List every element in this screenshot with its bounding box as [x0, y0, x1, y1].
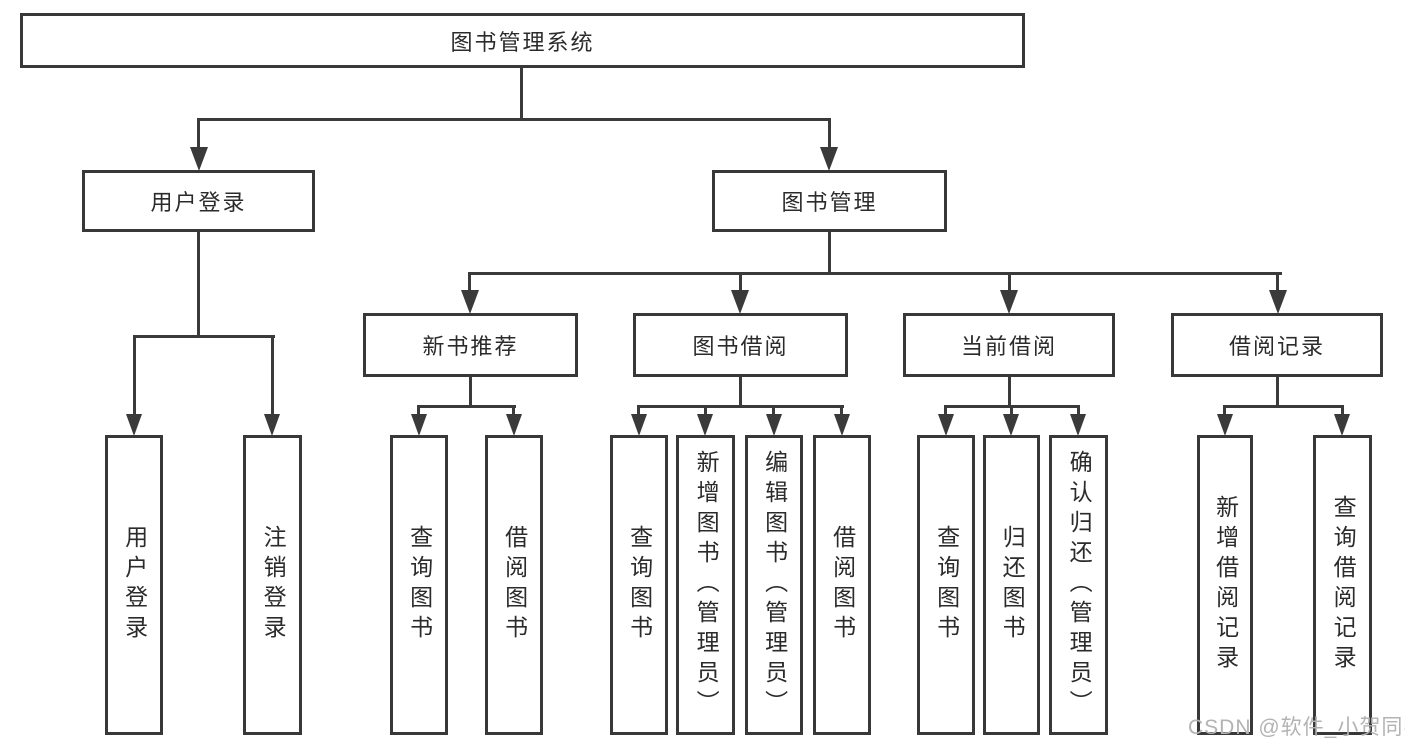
leaf-borrow-books-newbook: 借阅图书 [485, 435, 543, 735]
arrow-down-icon [506, 414, 522, 436]
arrow-down-icon [834, 414, 850, 436]
node-book-management: 图书管理 [712, 170, 947, 232]
connector [739, 272, 742, 296]
arrow-down-icon [1003, 414, 1019, 436]
connector [197, 118, 200, 152]
connector [1010, 405, 1013, 417]
node-book-borrow-label: 图书借阅 [692, 334, 789, 359]
connector [133, 335, 275, 338]
leaf-edit-book-admin-label: 编辑图书（管理员） [761, 450, 788, 720]
node-book-borrow: 图书借阅 [633, 313, 848, 377]
node-borrow-records: 借阅记录 [1171, 313, 1383, 377]
node-current-borrow: 当前借阅 [903, 313, 1115, 377]
connector [133, 335, 136, 415]
connector [417, 405, 516, 408]
arrow-down-icon [1269, 290, 1287, 314]
arrow-down-icon [766, 414, 782, 436]
arrow-down-icon [190, 147, 208, 171]
leaf-query-books-current-label: 查询图书 [933, 525, 960, 645]
connector [1223, 405, 1226, 417]
connector [772, 405, 775, 417]
connector [1008, 272, 1011, 296]
leaf-logout: 注销登录 [243, 435, 302, 735]
leaf-query-books-newbook-label: 查询图书 [406, 525, 433, 645]
connector [840, 405, 843, 417]
arrow-down-icon [1217, 414, 1233, 436]
arrow-down-icon [1334, 414, 1350, 436]
node-current-borrow-label: 当前借阅 [960, 334, 1057, 359]
arrow-down-icon [1000, 290, 1018, 314]
arrow-down-icon [938, 414, 954, 436]
leaf-query-books-current: 查询图书 [917, 435, 975, 735]
leaf-borrow-books-newbook-label: 借阅图书 [501, 525, 528, 645]
arrow-down-icon [1070, 414, 1086, 436]
leaf-borrow-books-borrow: 借阅图书 [813, 435, 871, 735]
connector [828, 232, 831, 274]
connector [1276, 272, 1279, 296]
connector [468, 272, 1282, 275]
arrow-down-icon [126, 414, 142, 436]
connector [417, 405, 420, 417]
arrow-down-icon [411, 414, 427, 436]
node-new-book-recommend: 新书推荐 [363, 313, 578, 377]
connector [512, 405, 515, 417]
leaf-query-borrow-record: 查询借阅记录 [1313, 435, 1372, 735]
leaf-query-borrow-record-label: 查询借阅记录 [1330, 495, 1357, 675]
connector [469, 377, 472, 406]
node-user-login-label: 用户登录 [150, 190, 247, 215]
arrow-down-icon [697, 414, 713, 436]
connector [197, 118, 831, 121]
connector [828, 118, 831, 152]
arrow-down-icon [461, 290, 479, 314]
connector [1223, 405, 1344, 408]
connector [271, 335, 274, 415]
connector [520, 68, 523, 120]
connector [1077, 405, 1080, 417]
leaf-add-borrow-record: 新增借阅记录 [1197, 435, 1253, 735]
leaf-edit-book-admin: 编辑图书（管理员） [745, 435, 803, 735]
leaf-user-login-label: 用户登录 [121, 525, 148, 645]
arrow-down-icon [264, 414, 280, 436]
arrow-down-icon [731, 290, 749, 314]
leaf-return-book-label: 归还图书 [999, 525, 1026, 645]
arrow-down-icon [631, 414, 647, 436]
node-root: 图书管理系统 [20, 13, 1025, 68]
leaf-query-books-newbook: 查询图书 [390, 435, 448, 735]
leaf-query-books-borrow-label: 查询图书 [626, 525, 653, 645]
connector [468, 272, 471, 296]
leaf-confirm-return-admin: 确认归还（管理员） [1049, 435, 1108, 735]
connector [1276, 377, 1279, 406]
node-user-login: 用户登录 [82, 170, 315, 232]
connector [637, 405, 844, 408]
leaf-return-book: 归还图书 [983, 435, 1040, 735]
leaf-confirm-return-admin-label: 确认归还（管理员） [1066, 450, 1093, 720]
leaf-add-book-admin: 新增图书（管理员） [676, 435, 735, 735]
connector [944, 405, 947, 417]
connector [1341, 405, 1344, 417]
leaf-borrow-books-borrow-label: 借阅图书 [829, 525, 856, 645]
node-borrow-records-label: 借阅记录 [1228, 334, 1325, 359]
leaf-user-login: 用户登录 [105, 435, 163, 735]
leaf-query-books-borrow: 查询图书 [610, 435, 668, 735]
connector [1008, 377, 1011, 406]
leaf-add-book-admin-label: 新增图书（管理员） [693, 450, 720, 720]
leaf-add-borrow-record-label: 新增借阅记录 [1212, 495, 1239, 675]
arrow-down-icon [820, 147, 838, 171]
connector [704, 405, 707, 417]
connector [637, 405, 640, 417]
connector [739, 377, 742, 406]
node-root-label: 图书管理系统 [450, 29, 595, 55]
connector [197, 232, 200, 337]
leaf-logout-label: 注销登录 [260, 525, 287, 645]
node-book-management-label: 图书管理 [781, 190, 878, 215]
node-new-book-recommend-label: 新书推荐 [422, 334, 519, 359]
watermark: CSDN @软件_小贺同学 [1188, 716, 1405, 739]
